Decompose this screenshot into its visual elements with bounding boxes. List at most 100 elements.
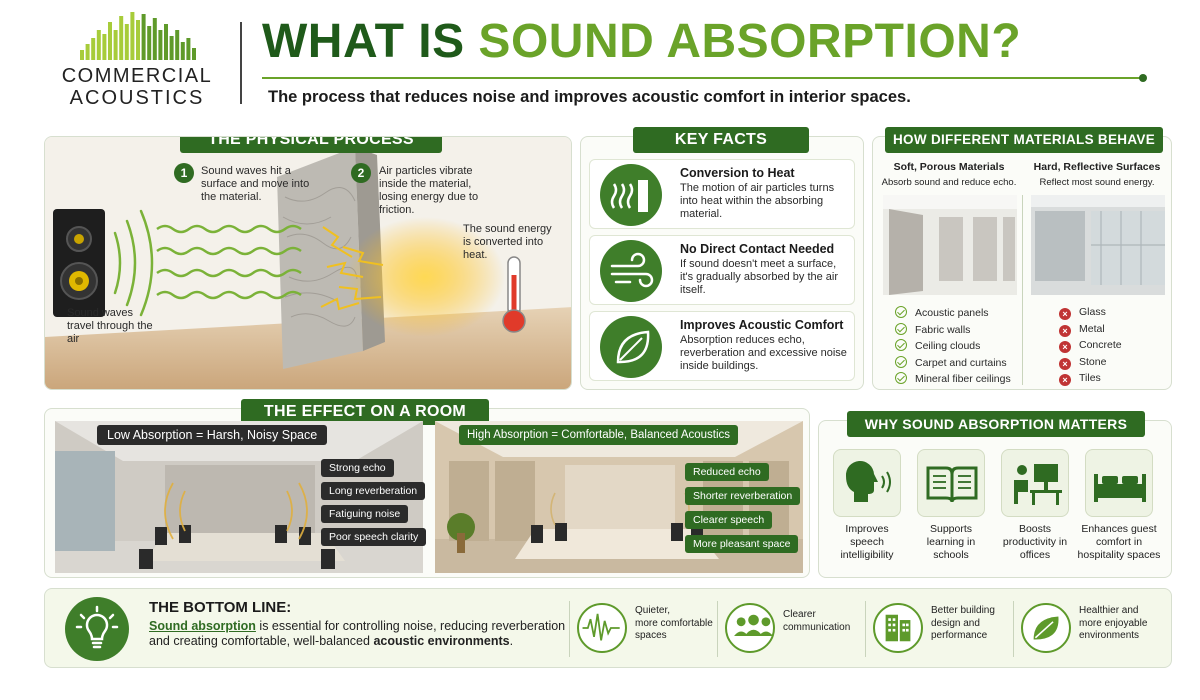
logo-bar	[164, 24, 168, 60]
brand-logo: COMMERCIAL ACOUSTICS	[52, 10, 222, 109]
hard-materials-title: Hard, Reflective Surfaces	[1033, 161, 1161, 173]
soft-material-label: Mineral fiber ceilings	[915, 373, 1011, 385]
soft-material-label: Carpet and curtains	[915, 356, 1007, 369]
fact-title: No Direct Contact Needed	[680, 242, 835, 256]
soft-material-item: Fabric walls	[895, 322, 1011, 340]
cross-icon: ×	[1059, 324, 1071, 337]
hard-material-item: ×Metal	[1059, 323, 1122, 340]
step1-text: Sound waves hit a surface and move into …	[201, 165, 310, 203]
benefit-line: performance	[931, 630, 988, 641]
title-underline	[262, 77, 1142, 79]
why-item-line: intelligibility	[840, 549, 894, 561]
brand-line2: ACOUSTICS	[69, 87, 205, 109]
materials-card: HOW DIFFERENT MATERIALS BEHAVE Soft, Por…	[872, 127, 1172, 390]
energy-sparks-icon	[320, 226, 384, 311]
logo-bar	[192, 48, 196, 60]
sound-wave-icon	[577, 603, 627, 653]
check-icon	[895, 339, 907, 351]
sound-wave-line	[156, 268, 302, 278]
fact-title: Improves Acoustic Comfort	[680, 318, 844, 332]
title-underline-dot	[1139, 74, 1147, 82]
logo-bar	[158, 30, 163, 60]
logo-bar	[141, 14, 146, 60]
logo-bar	[85, 44, 90, 60]
thermometer-icon	[502, 256, 526, 333]
cross-icon: ×	[1059, 308, 1071, 320]
high-absorption-tag: Reduced echo	[685, 463, 769, 481]
benefit-divider	[569, 601, 570, 657]
benefit-line: design and	[931, 617, 980, 629]
bottom-line-heading: THE BOTTOM LINE:	[149, 599, 292, 616]
benefit-divider	[717, 601, 718, 657]
hard-materials-sub: Reflect most sound energy.	[1039, 177, 1155, 188]
logo-bar	[102, 34, 107, 60]
why-item-line: Boosts	[1018, 523, 1052, 535]
low-absorption-tag: Poor speech clarity	[321, 528, 427, 546]
bottom-line-card: THE BOTTOM LINE: Sound absorption is ess…	[44, 588, 1172, 668]
hard-material-item: ×Tiles	[1059, 372, 1122, 389]
fact-title: Conversion to Heat	[680, 166, 795, 180]
soft-materials-sub: Absorb sound and reduce echo.	[881, 177, 1017, 188]
speaker-icon	[53, 209, 105, 317]
why-item-line: learning in	[926, 536, 976, 548]
low-absorption-tag: Fatiguing noise	[321, 505, 409, 523]
brand-line1: COMMERCIAL	[61, 65, 213, 87]
physical-process-heading: THE PHYSICAL PROCESS	[180, 137, 442, 153]
hard-material-label: Glass	[1079, 306, 1106, 318]
benefit-line: Quieter,	[635, 605, 671, 616]
soft-material-label: Acoustic panels	[915, 307, 989, 319]
effect-card: THE EFFECT ON A ROOM Low Absorption = Ha…	[44, 399, 810, 578]
bottom-line-text: Sound absorption is essential for contro…	[149, 619, 579, 649]
low-absorption-tag: Long reverberation	[321, 482, 426, 500]
logo-bar	[175, 30, 180, 60]
hard-material-item: ×Concrete	[1059, 339, 1122, 356]
step2-text: Air particles vibrate inside the materia…	[379, 165, 479, 216]
bulb-icon	[65, 597, 129, 661]
benefit-line: Healthier and	[1079, 605, 1139, 616]
fact-text: The motion of air particles turns into h…	[680, 182, 835, 220]
check-icon	[895, 322, 907, 335]
low-absorption-tag: Strong echo	[321, 459, 394, 477]
benefit-line: more comfortable	[635, 617, 713, 629]
logo-bar	[130, 12, 135, 60]
cross-icon: ×	[1059, 374, 1071, 386]
bottom-line-text-b: and creating comfortable, well-balanced	[149, 634, 374, 648]
bottom-line-text-d: .	[509, 634, 514, 648]
bottom-line-lead: Sound absorption	[149, 619, 256, 633]
logo-bar	[80, 50, 84, 60]
leaf-icon	[600, 316, 662, 378]
open-book-icon	[917, 449, 985, 517]
logo-bar	[152, 18, 157, 60]
benefit-line: Better building	[931, 605, 995, 616]
why-heading: WHY SOUND ABSORPTION MATTERS	[847, 411, 1145, 437]
sound-wave-line	[156, 290, 302, 300]
page-title-part2: SOUND ABSORPTION?	[478, 15, 1022, 68]
low-absorption-label: Low Absorption = Harsh, Noisy Space	[97, 425, 328, 445]
hard-material-item: × Glass	[1059, 306, 1122, 323]
benefit-divider	[865, 601, 866, 657]
people-group-icon	[725, 603, 775, 653]
soft-material-item: Acoustic panels	[895, 306, 1011, 323]
sound-wave-line	[156, 246, 302, 256]
page-title-part1: WHAT IS	[262, 15, 479, 68]
benefit-line: environments	[1079, 630, 1140, 641]
page-subtitle: The process that reduces noise and impro…	[268, 88, 911, 106]
soft-material-label: Ceiling clouds	[915, 340, 981, 352]
page-title: WHAT IS SOUND ABSORPTION?	[262, 14, 1021, 70]
logo-bar	[169, 36, 174, 60]
high-absorption-tag: Shorter reverberation	[685, 487, 801, 505]
logo-bar	[136, 20, 140, 60]
key-facts-heading: KEY FACTS	[633, 127, 809, 153]
check-icon	[895, 306, 907, 318]
why-item-line: offices	[1019, 549, 1051, 561]
